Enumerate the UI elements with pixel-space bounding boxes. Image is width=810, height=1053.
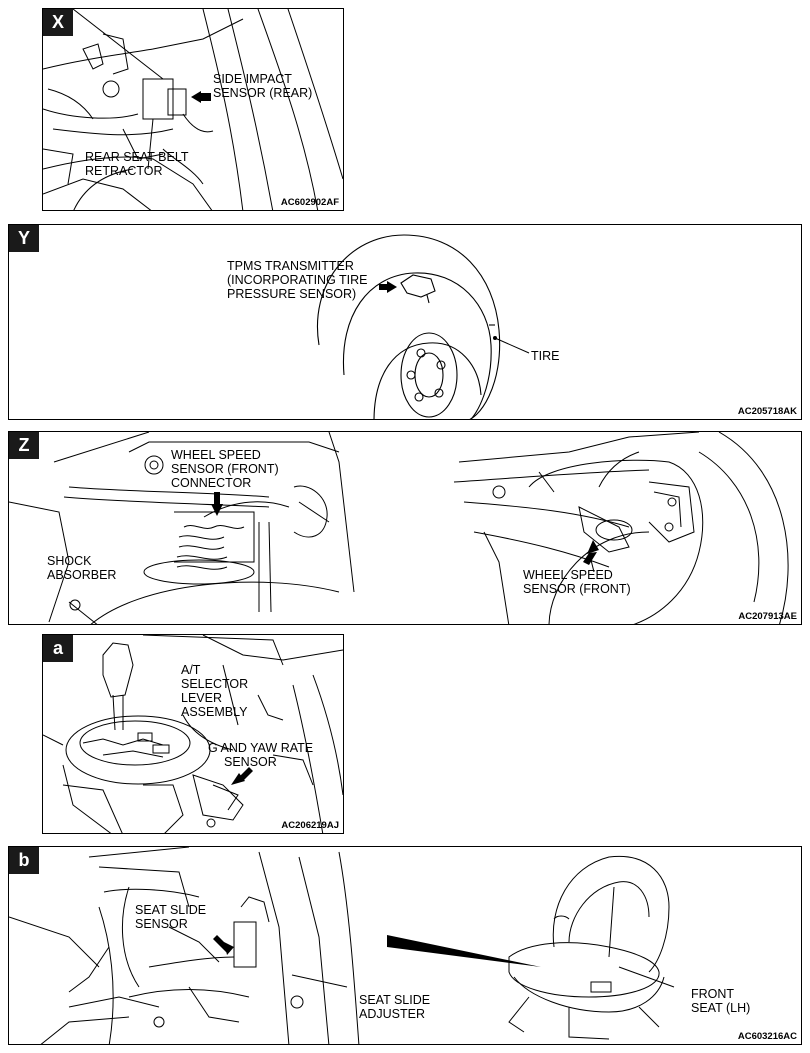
shock-label-line2: ABSORBER [47, 568, 117, 582]
panel-y-illustration [317, 234, 530, 419]
panel-x-illustration [43, 9, 343, 210]
wsc-label-line3: CONNECTOR [171, 476, 252, 490]
retractor-label-line1: REAR SEAT BELT [85, 150, 189, 164]
retractor-label-line2: RETRACTOR [85, 164, 163, 178]
seat-slide-sensor-label: SEAT SLIDE SENSOR [135, 903, 206, 931]
panel-a-illustration [43, 635, 343, 833]
g-label-line1: G AND YAW RATE [208, 741, 314, 755]
side-impact-sensor-label: SIDE IMPACT SENSOR (REAR) [213, 72, 312, 100]
ws-label-line1: WHEEL SPEED [523, 568, 613, 582]
panel-y-code: AC205718AK [737, 406, 797, 417]
panel-z-code: AC207913AE [738, 611, 797, 622]
at-label-line4: ASSEMBLY [181, 705, 248, 719]
wheel-speed-sensor-label: WHEEL SPEED SENSOR (FRONT) [523, 568, 631, 596]
g-yaw-sensor-label: G AND YAW RATE SENSOR [208, 741, 313, 769]
adj-label-line2: ADJUSTER [359, 1007, 425, 1021]
fs-label-line1: FRONT [691, 987, 735, 1001]
ss-label-line2: SENSOR [135, 917, 188, 931]
ws-label-line2: SENSOR (FRONT) [523, 582, 631, 596]
tpms-label-line1: TPMS TRANSMITTER [227, 259, 354, 273]
tpms-label: TPMS TRANSMITTER (INCORPORATING TIRE PRE… [227, 259, 368, 301]
front-seat-label: FRONT SEAT (LH) [691, 987, 750, 1015]
panel-b-badge: b [9, 847, 39, 874]
shock-absorber-label: SHOCK ABSORBER [47, 554, 116, 582]
at-label-line2: SELECTOR [181, 677, 249, 691]
adj-label-line1: SEAT SLIDE [359, 993, 431, 1007]
ss-label-line1: SEAT SLIDE [135, 903, 207, 917]
side-impact-label-line1: SIDE IMPACT [213, 72, 292, 86]
panel-a-code: AC206219AJ [281, 820, 339, 831]
side-impact-label-line2: SENSOR (REAR) [213, 86, 313, 100]
panel-z-badge: Z [9, 432, 39, 459]
at-selector-label: A/T SELECTOR LEVER ASSEMBLY [181, 663, 248, 719]
at-label-line3: LEVER [181, 691, 222, 705]
panel-y-badge: Y [9, 225, 39, 252]
panel-b-code: AC603216AC [737, 1031, 797, 1042]
at-label-line1: A/T [181, 663, 201, 677]
g-label-line2: SENSOR [224, 755, 277, 769]
panel-y: Y TPMS TRANSMITTER (INCORPORATING TIRE P… [8, 224, 802, 420]
panel-b-illustration [9, 847, 675, 1044]
wsc-label-line1: WHEEL SPEED [171, 448, 261, 462]
tire-label: TIRE [531, 349, 560, 363]
panel-x: X [42, 8, 344, 211]
panel-b: b [8, 846, 802, 1045]
fs-label-line2: SEAT (LH) [691, 1001, 751, 1015]
wheel-speed-connector-label: WHEEL SPEED SENSOR (FRONT) CONNECTOR [171, 448, 279, 490]
panel-x-code: AC602902AF [280, 197, 339, 208]
tpms-label-line3: PRESSURE SENSOR) [227, 287, 357, 301]
retractor-label: REAR SEAT BELT RETRACTOR [85, 150, 189, 178]
panel-z: Z [8, 431, 802, 625]
panel-a-badge: a [43, 635, 73, 662]
shock-label-line1: SHOCK [47, 554, 92, 568]
tpms-label-line2: (INCORPORATING TIRE [227, 273, 368, 287]
panel-a: a [42, 634, 344, 834]
wsc-label-line2: SENSOR (FRONT) [171, 462, 279, 476]
panel-z-illustration [9, 432, 789, 624]
seat-slide-adjuster-label: SEAT SLIDE ADJUSTER [359, 993, 430, 1021]
panel-x-badge: X [43, 9, 73, 36]
